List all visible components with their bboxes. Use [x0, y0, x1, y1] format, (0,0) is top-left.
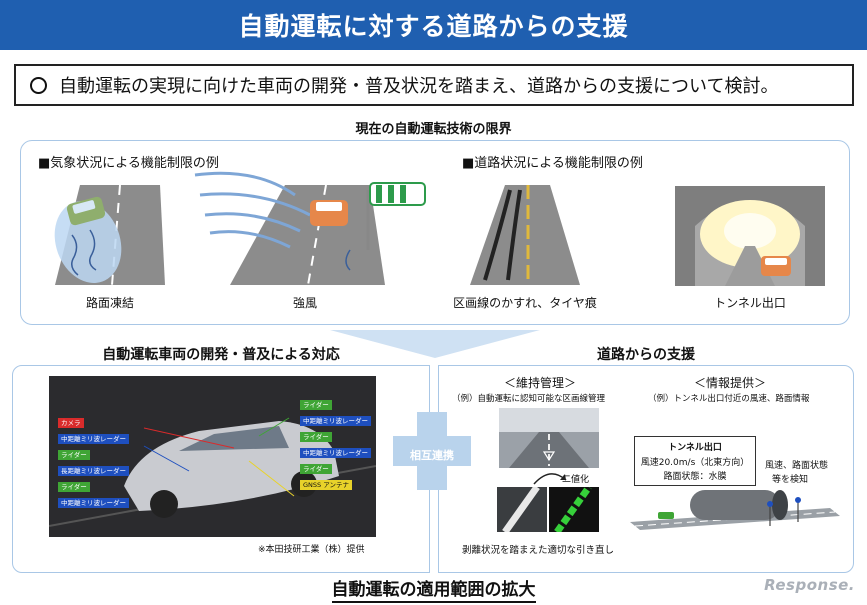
limits-heading: 現在の自動運転技術の限界	[355, 122, 512, 137]
mutual-cooperation-label: 相互連携	[410, 449, 454, 462]
tunnel-road-illustration	[630, 490, 840, 530]
road-heading: ■道路状況による機能制限の例	[462, 156, 643, 171]
detect-line1: 風速、路面状態	[765, 461, 829, 471]
info-sign-line1: 風速20.0m/s（北東方向）	[640, 458, 750, 468]
sensor-label: 中距離ミリ波レーダー	[58, 434, 129, 444]
info-sign-title: トンネル出口	[668, 443, 722, 453]
response-logo: Response.	[764, 576, 855, 594]
binarize-label: 二値化	[562, 475, 590, 485]
caption-frozen-road: 路面凍結	[85, 296, 134, 310]
strong-wind-illustration	[194, 171, 426, 286]
info-sign-board: トンネル出口 風速20.0m/s（北東方向） 路面状態：水膜	[634, 436, 756, 486]
summary-box: 自動運転の実現に向けた車両の開発・普及状況を踏まえ、道路からの支援について検討。	[14, 64, 854, 106]
maintenance-title: ＜維持管理＞	[503, 376, 576, 390]
sensor-label: 長距離ミリ波レーダー	[58, 466, 129, 476]
road-support-heading: 道路からの支援	[597, 347, 695, 363]
circle-bullet-icon	[30, 76, 47, 94]
road-photo-image	[499, 408, 599, 468]
image-credit: ※本田技研工業（株）提供	[258, 545, 365, 555]
caption-strong-wind: 強風	[292, 296, 317, 310]
caption-tunnel-exit: トンネル出口	[714, 296, 786, 310]
binarize-arrow-icon	[533, 473, 567, 485]
page-title: 自動運転に対する道路からの支援	[238, 12, 629, 41]
footer-title-text: 自動運転の適用範囲の拡大	[331, 580, 536, 603]
sensor-label: ライダー	[300, 400, 332, 410]
binarized-lane-image	[549, 487, 599, 532]
sensor-label: カメラ	[58, 418, 84, 428]
summary-text: 自動運転の実現に向けた車両の開発・普及状況を踏まえ、道路からの支援について検討。	[59, 76, 779, 97]
caption-faded-lanes: 区画線のかすれ、タイヤ痕	[453, 296, 597, 310]
detect-line2: 等を検知	[772, 475, 809, 485]
down-arrow-icon	[330, 330, 540, 358]
mutual-cooperation-cross-icon	[393, 412, 471, 490]
lane-photo-image	[497, 487, 547, 532]
info-title: ＜情報提供＞	[693, 376, 766, 390]
info-example: （例）トンネル出口付近の風速、路面情報	[648, 394, 810, 404]
sensor-label: 中距離ミリ波レーダー	[300, 448, 371, 458]
weather-heading: ■気象状況による機能制限の例	[38, 156, 219, 171]
faded-lane-illustration	[470, 185, 580, 285]
header-bar: 自動運転に対する道路からの支援	[0, 0, 867, 50]
maintenance-caption: 剥離状況を踏まえた適切な引き直し	[462, 545, 615, 556]
vehicle-heading: 自動運転車両の開発・普及による対応	[102, 347, 340, 363]
sensor-label: ライダー	[58, 482, 90, 492]
sensor-label: 中距離ミリ波レーダー	[300, 416, 371, 426]
frozen-road-illustration	[54, 184, 165, 286]
sensor-label: ライダー	[300, 464, 332, 474]
sensor-label: 中距離ミリ波レーダー	[58, 498, 129, 508]
sensor-label: ライダー	[58, 450, 90, 460]
sensor-label: GNSS アンテナ	[300, 480, 352, 490]
sensor-label: ライダー	[300, 432, 332, 442]
info-sign-line2: 路面状態：水膜	[663, 472, 727, 482]
footer-title: 自動運転の適用範囲の拡大	[0, 575, 867, 603]
maintenance-example: （例）自動運転に認知可能な区画線管理	[452, 394, 606, 404]
tunnel-exit-illustration	[675, 186, 825, 286]
